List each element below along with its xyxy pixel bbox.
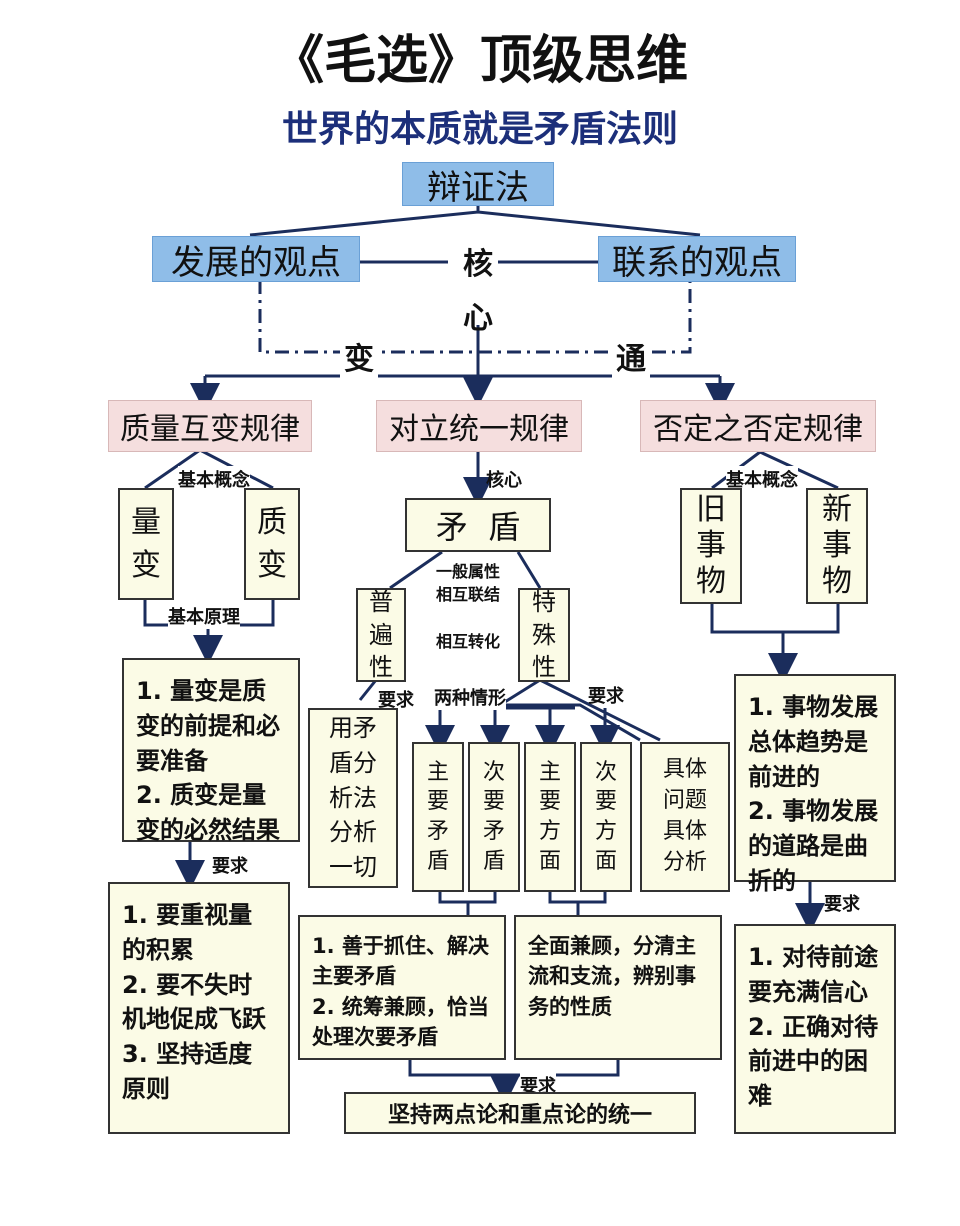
contradiction-attributes: 一般属性 相互联结 相互转化 <box>436 562 501 651</box>
core-label: 核 心 <box>463 247 493 336</box>
old-things-box: 旧 事 物 <box>680 488 742 604</box>
concrete-analysis-box: 具体 问题 具体 分析 <box>640 742 730 892</box>
law-unity-opposites: 对立统一规律 <box>376 400 582 452</box>
law1-req-text: 1. 要重视量的积累 2. 要不失时机地促成飞跃 3. 坚持适度原则 <box>108 882 290 1134</box>
law3-trend-text: 1. 事物发展总体趋势是前进的 2. 事物发展的道路是曲折的 <box>734 674 896 895</box>
change-label: 变 <box>340 334 378 378</box>
view-development: 发展的观点 <box>152 236 360 283</box>
universality-box: 普 遍 性 <box>356 588 406 682</box>
particularity-box: 特 殊 性 <box>518 588 570 682</box>
root-node-dialectics: 辩证法 <box>402 162 554 208</box>
law1-principle-label: 基本原理 <box>168 603 240 629</box>
minor-contradiction-box: 次 要 矛 盾 <box>468 742 520 892</box>
law-negation: 否定之否定规律 <box>640 400 876 452</box>
law2-req-left-label: 要求 <box>378 690 414 711</box>
new-things-box: 新 事 物 <box>806 488 868 604</box>
law1-req-label: 要求 <box>212 856 248 877</box>
through-label: 通 <box>612 334 650 378</box>
quantity-change-box: 量 变 <box>118 488 174 600</box>
analysis-method-box: 用矛 盾分 析法 分析 一切 <box>308 708 398 888</box>
law2-req-right-label: 要求 <box>588 686 624 707</box>
view-connection: 联系的观点 <box>598 236 796 283</box>
law1-principle-text: 1. 量变是质变的前提和必要准备 2. 质变是量变的必然结果 <box>122 658 300 844</box>
grasp-main-contradiction-text: 1. 善于抓住、解决主要矛盾 2. 统筹兼顾，恰当处理次要矛盾 <box>298 915 506 1060</box>
law-quality-quantity: 质量互变规律 <box>108 400 312 452</box>
law3-concept-label: 基本概念 <box>726 466 798 492</box>
two-cases-label: 两种情形 <box>434 684 506 710</box>
law2-core-label: 核心 <box>486 470 522 491</box>
page-subtitle: 世界的本质就是矛盾法则 <box>281 109 678 150</box>
law3-req-label: 要求 <box>824 894 860 915</box>
page-title: 《毛选》顶级思维 <box>271 31 688 91</box>
quality-change-box: 质 变 <box>244 488 300 600</box>
minor-aspect-box: 次 要 方 面 <box>580 742 632 892</box>
law1-concept-label: 基本概念 <box>178 466 250 492</box>
contradiction-box: 矛 盾 <box>405 498 551 552</box>
law3-req-text: 1. 对待前途要充满信心 2. 正确对待前进中的困难 <box>734 924 896 1134</box>
main-contradiction-box: 主 要 矛 盾 <box>412 742 464 892</box>
unity-principle-box: 坚持两点论和重点论的统一 <box>344 1092 696 1134</box>
overall-consideration-text: 全面兼顾，分清主流和支流，辨别事务的性质 <box>514 915 722 1060</box>
main-aspect-box: 主 要 方 面 <box>524 742 576 892</box>
